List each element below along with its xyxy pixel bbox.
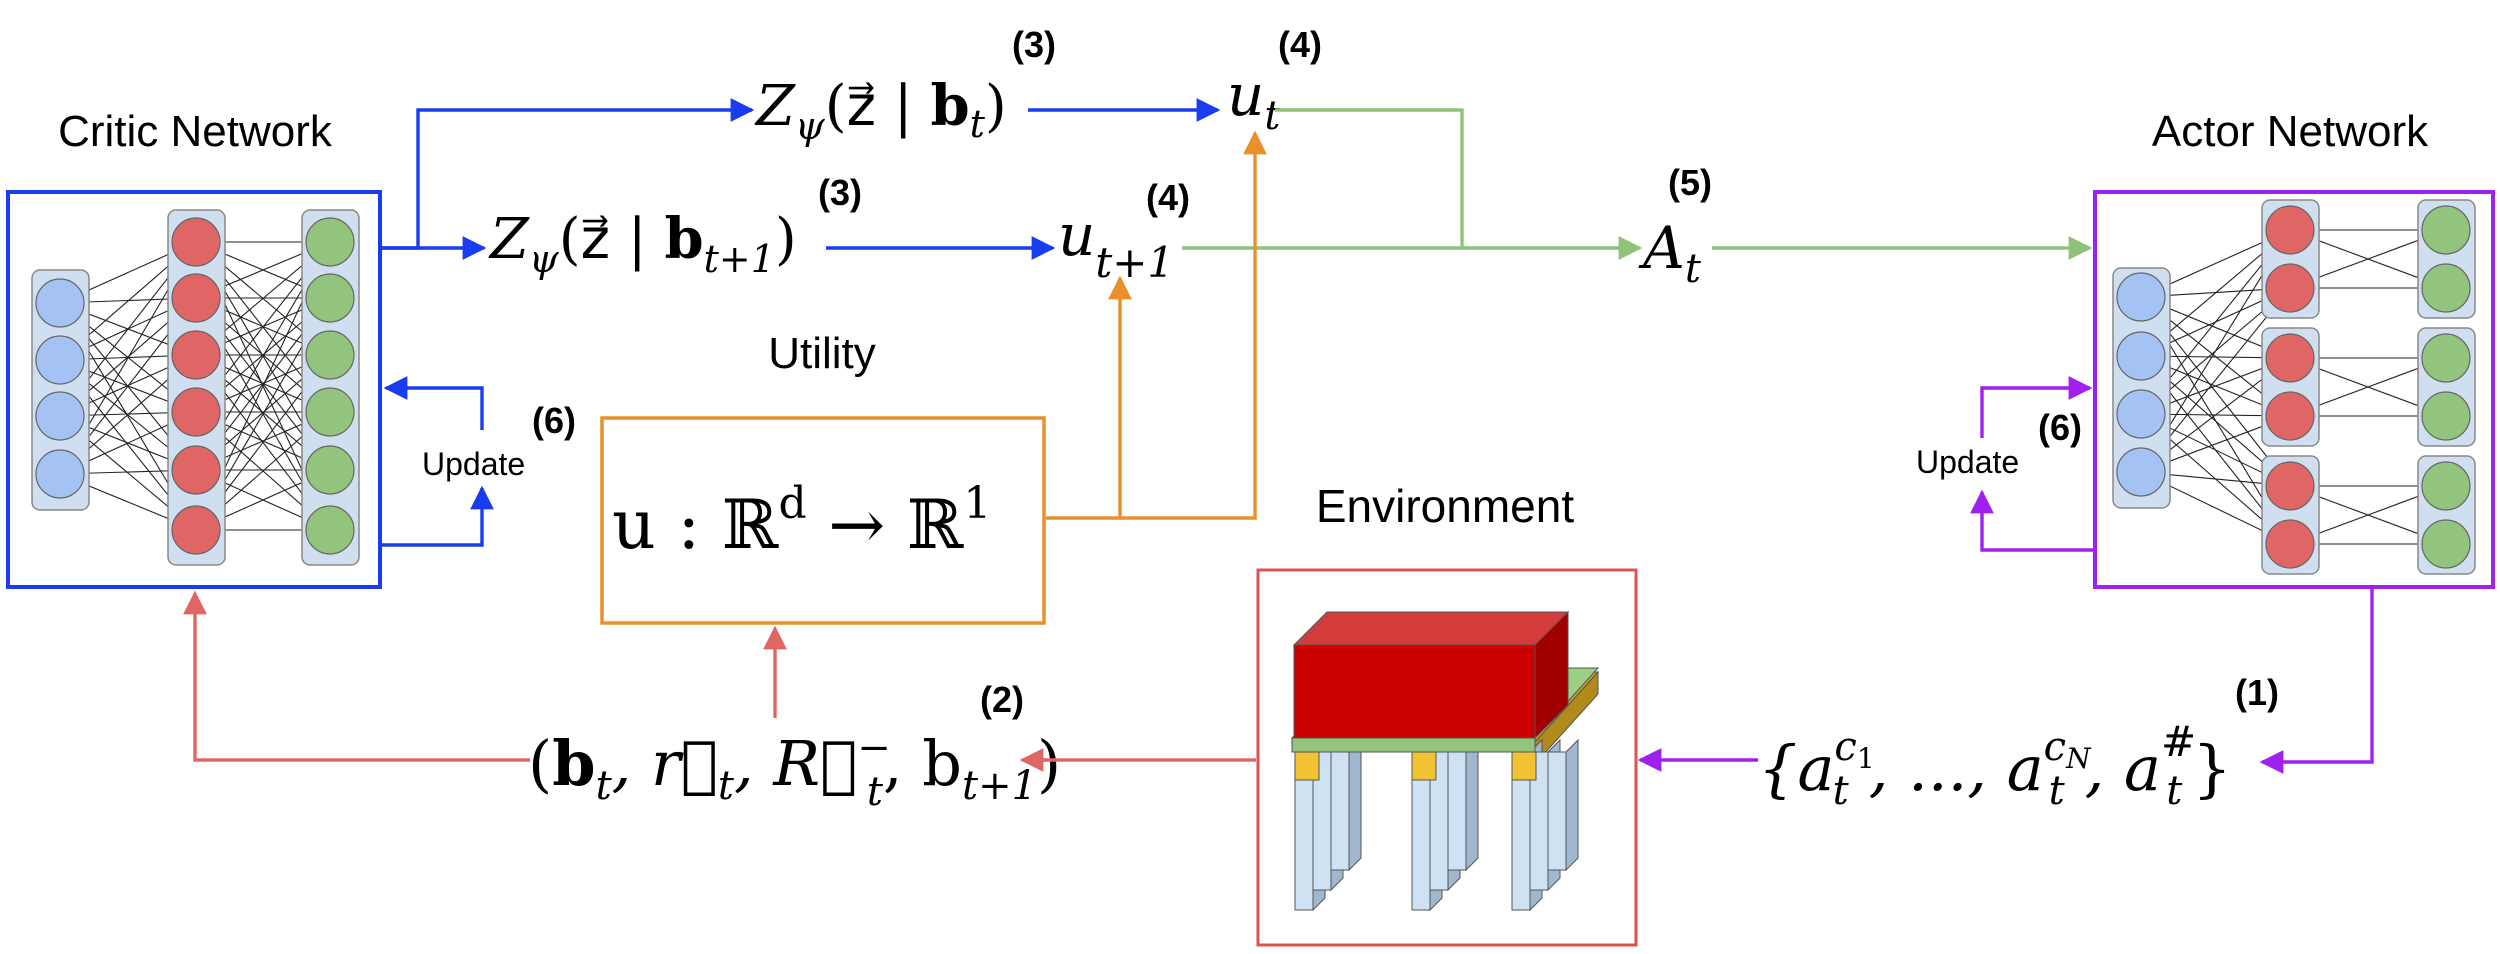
critic-update-label: Update: [422, 446, 525, 482]
arrow-critic-to-update: [382, 485, 494, 547]
arrow-utility-to-u-t1: [1046, 275, 1132, 520]
actor-node-output: [2421, 461, 2471, 511]
critic-node-hidden: [171, 217, 221, 267]
environment-pillar-side: [1565, 738, 1579, 872]
critic-node-input: [35, 335, 85, 385]
critic-node-input: [35, 391, 85, 441]
actor-node-output: [2421, 391, 2471, 441]
u-t1-label: ut+1: [1058, 201, 1174, 287]
environment-pillar-cap: [1511, 751, 1537, 781]
environment-pillar: [1547, 751, 1567, 871]
environment-pillar: [1330, 751, 1350, 871]
environment-title: Environment: [1316, 480, 1574, 532]
environment-pillar-side: [1465, 738, 1479, 872]
actor-node-input: [2116, 447, 2166, 497]
actor-node-hidden: [2265, 519, 2315, 569]
arrow-u-t-to-advantage: [1275, 108, 1464, 248]
utility-title: Utility: [768, 329, 876, 378]
transition-tuple: (bt, r⃗t, R⃗−t, bt+1): [528, 725, 1061, 815]
critic-node-input: [35, 278, 85, 328]
environment-structure-illustration: [1290, 610, 1600, 912]
actor-node-hidden: [2265, 205, 2315, 255]
actor-input-layer: [2112, 267, 2171, 509]
step-4-lower: (4): [1146, 177, 1190, 218]
environment-pillar-cap: [1294, 751, 1320, 781]
step-4-upper: (4): [1278, 24, 1322, 65]
critic-node-hidden: [171, 330, 221, 380]
step-1: (1): [2235, 672, 2279, 713]
critic-node-hidden: [171, 445, 221, 495]
environment-pillar-cap: [1411, 751, 1437, 781]
step-6-critic: (6): [532, 400, 576, 441]
arrow-update-to-critic: [383, 376, 484, 430]
environment-pillar-side: [1348, 738, 1362, 872]
arrow-tuple-to-critic: [183, 590, 530, 762]
utility-function: u : ℝd → ℝ1: [612, 478, 991, 565]
environment-pillar: [1447, 751, 1467, 871]
actor-node-hidden: [2265, 461, 2315, 511]
z-psi-bt-label: Zψ(z⃗ | bt): [754, 73, 1007, 148]
critic-node-output: [305, 330, 355, 380]
actor-node-hidden: [2265, 263, 2315, 313]
critic-node-output: [305, 273, 355, 323]
critic-node-hidden: [171, 505, 221, 555]
critic-node-output: [305, 217, 355, 267]
arrow-actor-to-actions: [2259, 588, 2374, 774]
z-psi-bt1-label: Zψ(z⃗ | bt+1): [488, 206, 797, 281]
critic-network-title: Critic Network: [58, 107, 333, 156]
actor-node-input: [2116, 331, 2166, 381]
actor-node-hidden: [2265, 391, 2315, 441]
arrow-actor-to-update: [1970, 489, 2095, 552]
actor-node-input: [2116, 389, 2166, 439]
environment-pillars: [1294, 738, 1579, 912]
actor-node-hidden: [2265, 333, 2315, 383]
critic-node-output: [305, 505, 355, 555]
step-6-actor: (6): [2038, 407, 2082, 448]
arrow-update-to-actor: [1980, 376, 2093, 438]
critic-node-output: [305, 387, 355, 437]
critic-network-graph: [31, 209, 360, 566]
actor-node-output: [2421, 519, 2471, 569]
actor-network-graph: [2112, 199, 2476, 575]
actor-node-input: [2116, 272, 2166, 322]
step-2: (2): [980, 679, 1024, 720]
actor-update-label: Update: [1916, 444, 2019, 480]
critic-node-output: [305, 445, 355, 495]
u-t-label: ut: [1227, 61, 1281, 139]
critic-node-hidden: [171, 273, 221, 323]
critic-node-input: [35, 449, 85, 499]
actor-node-output: [2421, 263, 2471, 313]
step-5: (5): [1668, 162, 1712, 203]
advantage-label: At: [1638, 214, 1702, 292]
actor-node-output: [2421, 333, 2471, 383]
step-3-upper: (3): [1012, 24, 1056, 65]
arrow-utility-to-u-t: [1120, 130, 1267, 520]
utility-box: [600, 416, 1046, 625]
actor-node-output: [2421, 205, 2471, 255]
critic-node-hidden: [171, 387, 221, 437]
step-3-lower: (3): [818, 172, 862, 213]
actor-network-title: Actor Network: [2152, 107, 2429, 156]
critic-input-layer: [31, 269, 90, 511]
